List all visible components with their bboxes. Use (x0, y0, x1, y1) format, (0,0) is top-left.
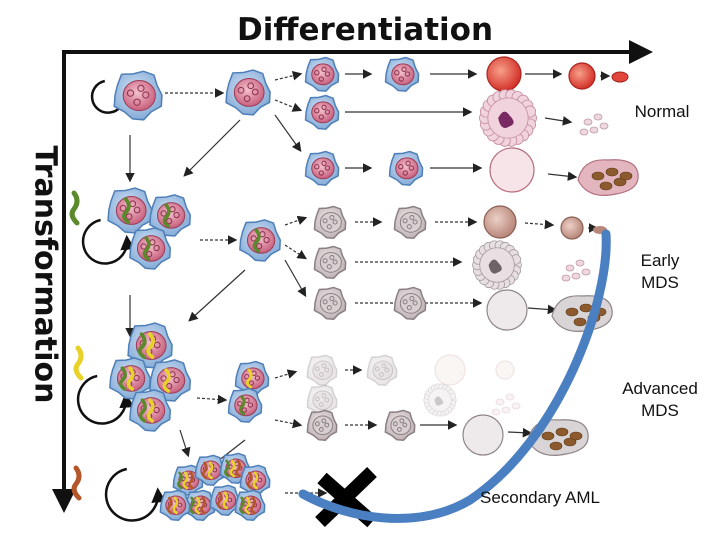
leukemic-blast (209, 484, 241, 517)
advanced-mutant-stem-cell (149, 359, 192, 402)
progenitor-cell (225, 69, 271, 116)
flow-arrow (527, 304, 558, 315)
faded-precursor (306, 384, 338, 417)
myelocyte (489, 147, 535, 193)
faded-precursor (366, 354, 398, 387)
red-blood-cell (568, 62, 596, 90)
dysplastic-precursor (313, 245, 347, 279)
flow-arrow (524, 219, 555, 230)
myeloid-precursor (388, 150, 424, 186)
faded-platelets (491, 393, 521, 416)
red-blood-cell (611, 71, 629, 83)
platelets (579, 113, 609, 136)
advanced-mutant-progenitor (227, 387, 263, 423)
normal-stage-label: Normal (634, 102, 690, 121)
flow-arrow (179, 429, 191, 458)
stem-cell (113, 70, 163, 121)
flow-arrow (544, 116, 573, 126)
advanced-mutant-stem-cell (129, 389, 172, 432)
dysplastic-precursor (393, 286, 427, 320)
faded-red-cell (495, 360, 515, 380)
reticulocyte (486, 56, 522, 92)
cells-layer (69, 56, 639, 522)
dysplastic-platelets (561, 259, 591, 282)
advanced-mutant-progenitor (234, 360, 270, 396)
dysplastic-precursor (393, 205, 427, 239)
flow-arrow (274, 71, 303, 81)
advanced-mds-stage-label: Advanced MDS (622, 379, 698, 420)
dysplastic-myelocyte (462, 414, 504, 456)
advanced-mutant-stem-cell (109, 357, 152, 400)
erythroid-precursor (384, 56, 420, 92)
megakaryocyte (479, 89, 537, 147)
self-renewal-arrow (104, 467, 167, 522)
dysplastic-precursor (313, 286, 347, 320)
dysplastic-megakaryocyte (472, 240, 522, 290)
flow-arrow (188, 269, 246, 322)
leukemic-blast (194, 454, 226, 487)
flow-arrow (284, 215, 308, 226)
advanced-mutant-stem-cell (127, 322, 173, 369)
mutant-stem-cell (129, 227, 172, 270)
dysplastic-precursor (384, 409, 416, 442)
megakaryocyte-precursor (304, 94, 340, 130)
differentiation-axis-label: Differentiation (236, 12, 494, 48)
faded-reticulocyte (434, 354, 466, 386)
macrophage (577, 159, 639, 196)
leukemic-blast (239, 464, 271, 497)
leukemic-blast (159, 489, 191, 522)
aml-layer (298, 229, 611, 528)
flow-arrow (196, 394, 228, 405)
erythroid-precursor (304, 56, 340, 92)
mutant-stem-cell (107, 187, 153, 234)
leukemic-blast (172, 464, 204, 497)
transformation-axis-label: Transformation (27, 145, 63, 404)
secondary-aml-stage-label: Secondary AML (479, 488, 600, 507)
flow-arrow (274, 369, 298, 379)
dysplastic-precursor (313, 205, 347, 239)
aml-progression-arc (298, 229, 611, 523)
orange-mutation-marker (71, 465, 82, 501)
flow-arrow (183, 119, 241, 177)
mutant-stem-cell (149, 194, 192, 237)
green-mutation-marker (69, 190, 80, 226)
dysplastic-myelocyte (486, 289, 528, 331)
mutant-progenitor-cell (239, 219, 282, 262)
dysplastic-reticulocyte (483, 205, 517, 239)
early-mds-stage-label: Early MDS (640, 251, 680, 292)
faded-precursor (306, 354, 338, 387)
axes-layer (52, 40, 653, 513)
flow-arrow (507, 427, 533, 438)
flow-arrow (274, 418, 303, 429)
dysplastic-macrophage (551, 295, 613, 332)
flow-arrow (547, 171, 578, 181)
block-x-mark (315, 466, 377, 528)
leukemic-blast (234, 489, 266, 522)
myeloid-precursor (304, 150, 340, 186)
self-renewal-arrow (76, 374, 135, 425)
flow-arrow (274, 99, 303, 112)
yellow-mutation-marker (73, 345, 84, 381)
flow-arrow (284, 259, 307, 298)
dysplastic-red-cell (560, 216, 584, 240)
flow-arrow (274, 114, 302, 152)
flow-arrow (284, 244, 308, 260)
faded-megakaryocyte (423, 383, 457, 417)
self-renewal-arrow (81, 218, 136, 265)
dysplastic-precursor (306, 409, 338, 442)
